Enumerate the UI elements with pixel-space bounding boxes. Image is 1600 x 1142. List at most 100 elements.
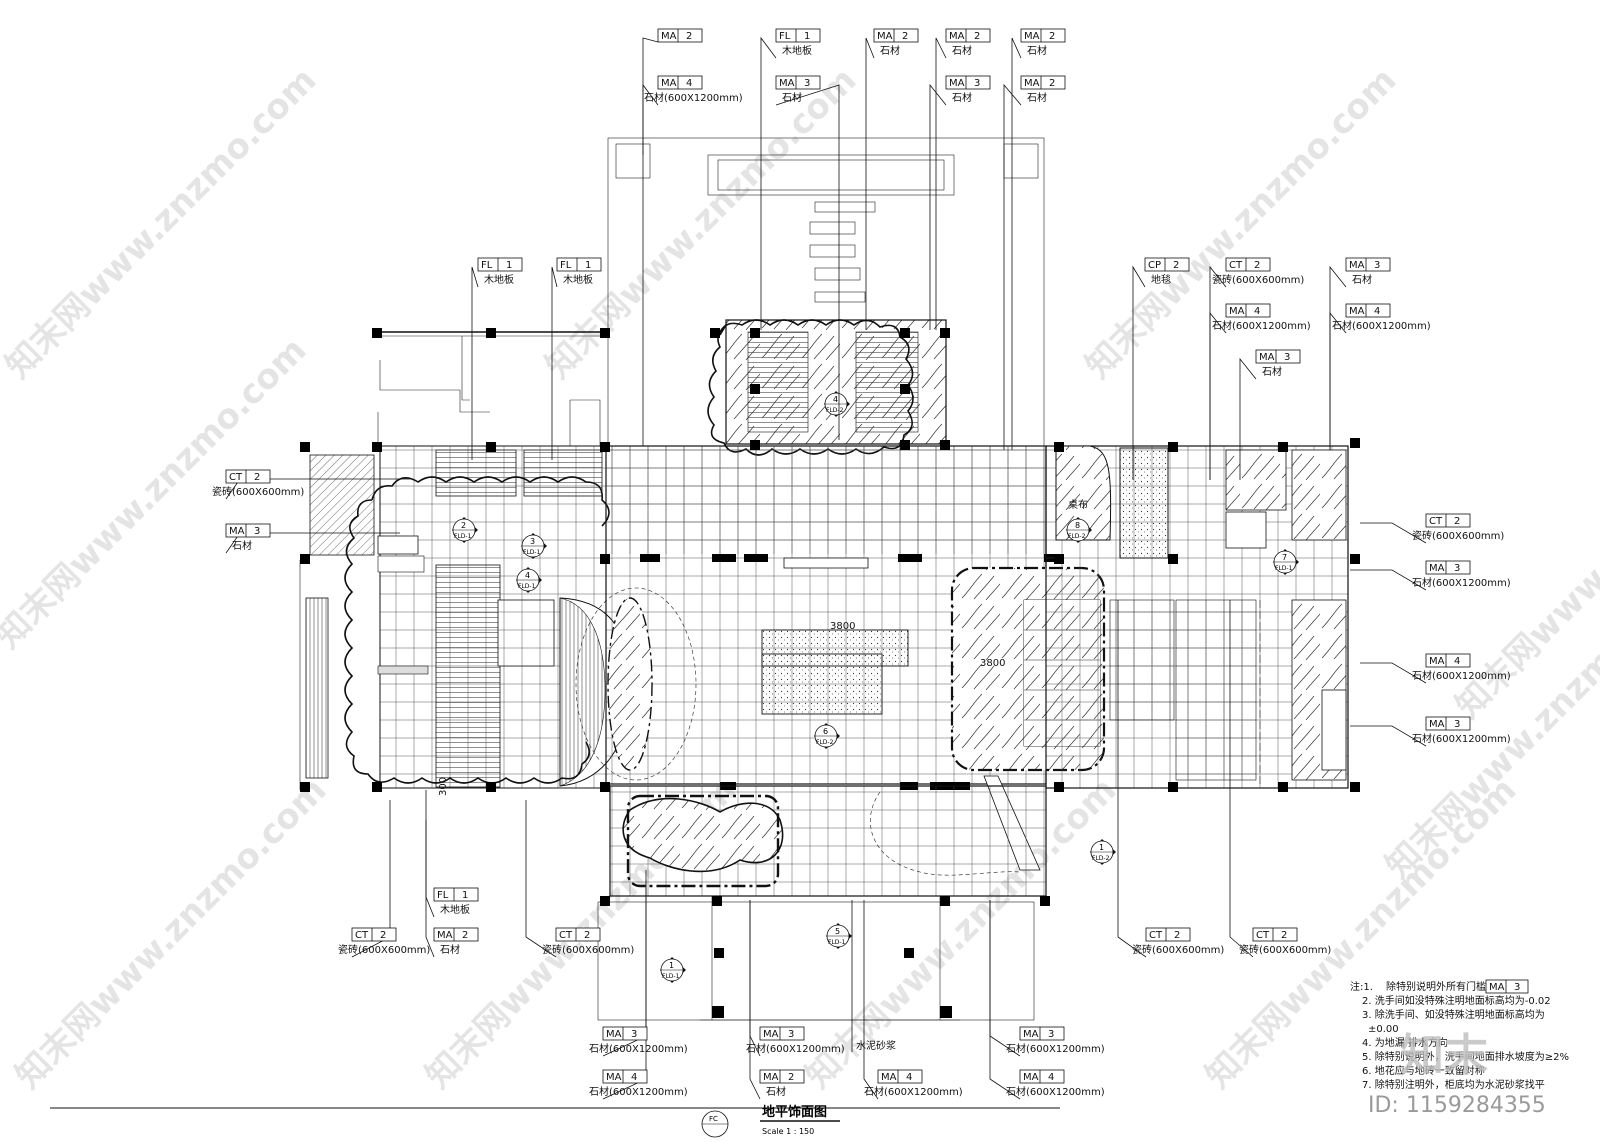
note-line-4: ±0.00: [1368, 1024, 1399, 1035]
image-id: ID: 1159284355: [1368, 1093, 1546, 1118]
note-line-5: 4. 为地漏 排水方向: [1362, 1036, 1448, 1049]
tag-code: MA: [1259, 352, 1275, 363]
tag-number: 2: [788, 1072, 794, 1083]
leader-line: [865, 37, 875, 330]
leader-line: [471, 266, 479, 460]
tag-box: [1019, 1026, 1065, 1041]
brand-logo: 知末 ID: 1159284355: [1368, 1030, 1546, 1118]
material-tag-ma-2: MA 2石材: [433, 927, 479, 956]
tag-box: [1255, 349, 1301, 364]
tag-code: MA: [606, 1072, 622, 1083]
tag-code: MA: [1349, 260, 1365, 271]
south-area: [597, 785, 1047, 1021]
east-wing: 桌布: [1045, 445, 1349, 789]
tag-description: 石材(600X1200mm): [864, 1085, 963, 1098]
section-marker-ref: FLD-2: [816, 739, 834, 746]
leader-lines: [225, 36, 1427, 1100]
tag-number: 3: [254, 526, 260, 537]
tag-box: [556, 257, 602, 272]
tag-box: [1144, 257, 1190, 272]
tag-code: MA: [661, 78, 677, 89]
leader-line: [989, 900, 1021, 1100]
leader-line: [1003, 83, 1022, 450]
tag-code: CT: [1229, 260, 1243, 271]
tag-description: 木地板: [484, 273, 514, 286]
tag-code: MA: [1023, 1072, 1039, 1083]
tag-number: 2: [462, 930, 468, 941]
tag-box: [602, 1026, 648, 1041]
leader-line: [525, 800, 557, 958]
tag-code: CT: [1256, 930, 1270, 941]
leader-line: [1329, 265, 1347, 450]
tag-number: 3: [804, 78, 810, 89]
drawing-scale: Scale 1 : 150: [762, 1127, 814, 1136]
leader-line: [1117, 600, 1147, 958]
note-line-6: 5. 除特别说明外，洗手间地面排水坡度为≥2%: [1362, 1050, 1569, 1063]
tag-box: [657, 28, 703, 43]
tag-description: 瓷砖(600X600mm): [1212, 273, 1304, 286]
leader-line: [749, 900, 761, 1100]
brand-name: 知末: [1400, 1030, 1488, 1081]
tag-description: 石材: [440, 943, 460, 956]
tag-box: [1425, 716, 1471, 731]
tag-box: [433, 887, 479, 902]
tag-number: 3: [788, 1029, 794, 1040]
tag-code: MA: [437, 930, 453, 941]
tag-box: [1345, 257, 1391, 272]
tag-description: 瓷砖(600X600mm): [212, 485, 304, 498]
note-line-3: 3. 除洗手间、如没特殊注明地面标高均为: [1362, 1008, 1545, 1021]
tag-description: 瓷砖(600X600mm): [1412, 529, 1504, 542]
tag-code: CT: [229, 472, 243, 483]
tag-code: FL: [779, 31, 791, 42]
leader-line: [1229, 600, 1254, 958]
section-marker-ref: FLD-2: [1068, 533, 1086, 540]
tag-description: 石材(600X1200mm): [1412, 576, 1511, 589]
section-marker-number: 1: [669, 961, 674, 970]
tag-box: [877, 1069, 923, 1084]
tag-code: MA: [763, 1029, 779, 1040]
west-outer-strips: [299, 454, 375, 790]
section-marker-number: 1: [1099, 843, 1104, 852]
tag-box: [1425, 560, 1471, 575]
tag-description: 石材: [952, 91, 972, 104]
notes-tag-num: 3: [1514, 982, 1520, 993]
tag-number: 2: [1281, 930, 1287, 941]
section-marker-ref: FLD-1: [454, 533, 472, 540]
tag-description: 木地板: [782, 44, 812, 57]
tag-number: 3: [1284, 352, 1290, 363]
tag-description: 石材(600X1200mm): [1006, 1085, 1105, 1098]
tag-description: 石材(600X1200mm): [1006, 1042, 1105, 1055]
tag-description: 瓷砖(600X600mm): [338, 943, 430, 956]
notes-tag-code: MA: [1489, 982, 1505, 993]
tag-box: [945, 28, 991, 43]
leader-line: [1329, 311, 1347, 450]
tag-code: MA: [661, 31, 677, 42]
tag-description: 石材(600X1200mm): [589, 1042, 688, 1055]
tag-number: 1: [506, 260, 512, 271]
leader-line: [1360, 662, 1427, 684]
tag-code: MA: [1024, 31, 1040, 42]
tag-number: 2: [686, 31, 692, 42]
tag-code: CP: [1148, 260, 1161, 271]
leader-line: [1360, 522, 1427, 544]
tag-box: [1020, 75, 1066, 90]
tag-number: 2: [1454, 516, 1460, 527]
